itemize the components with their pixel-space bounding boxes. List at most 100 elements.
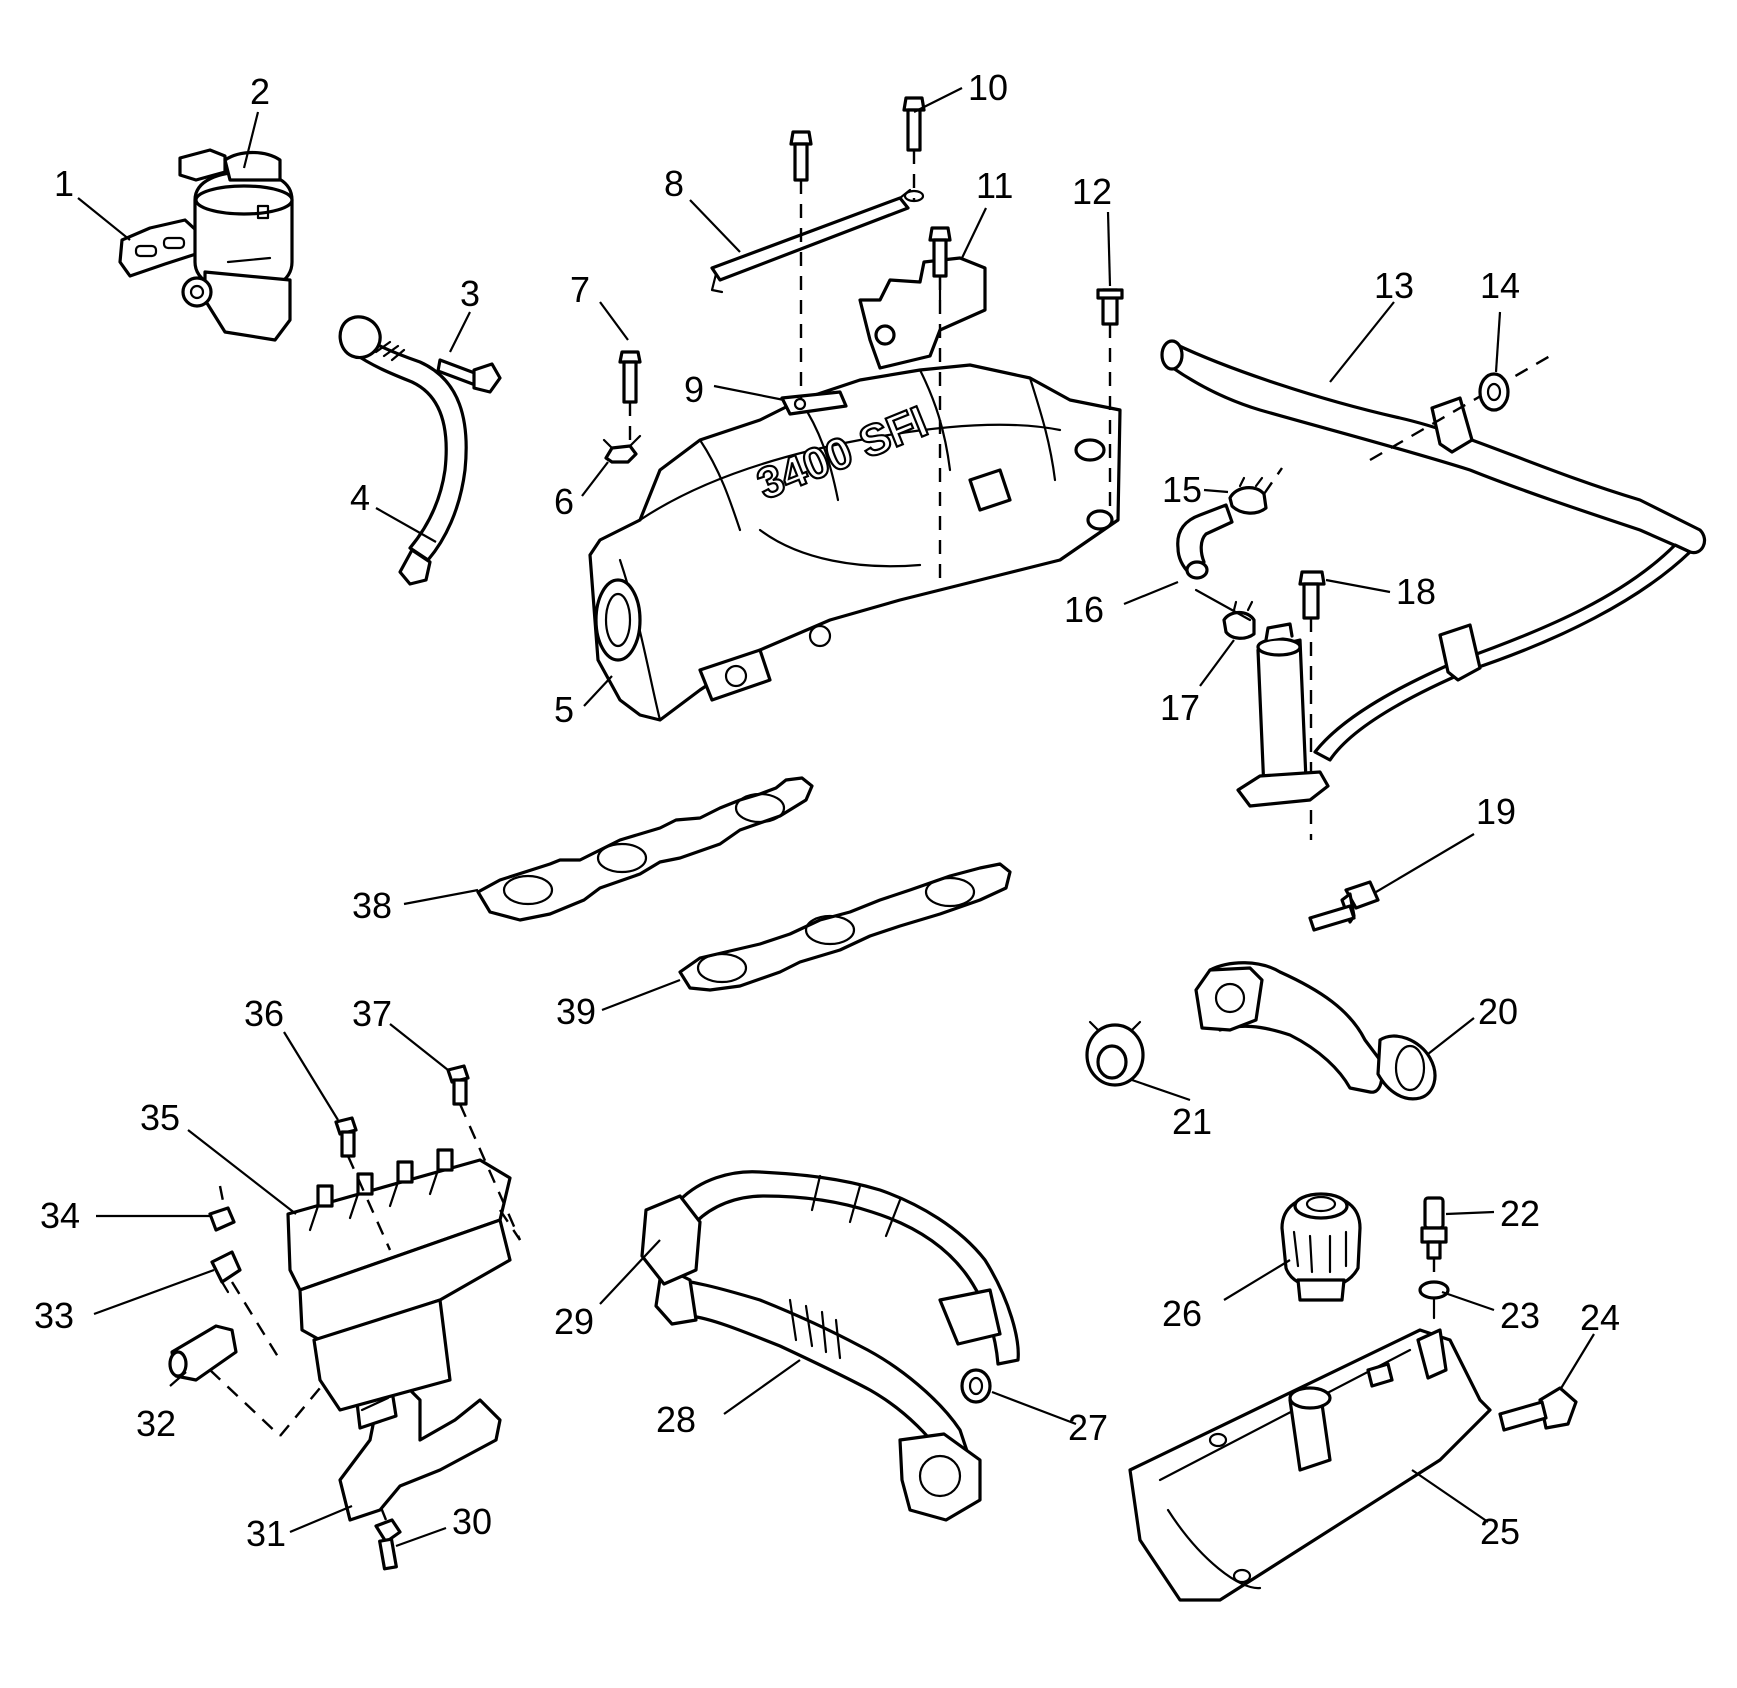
leader-2 bbox=[242, 111, 260, 169]
coolant-bypass-pipe bbox=[1194, 961, 1437, 1101]
callout-31: 31 bbox=[246, 1513, 286, 1554]
egr-valve bbox=[178, 148, 294, 342]
leader-33 bbox=[93, 1268, 215, 1316]
leader-23 bbox=[1441, 1290, 1495, 1312]
callout-labels: 1 2 3 4 5 6 7 8 9 10 11 12 13 14 15 16 1… bbox=[34, 67, 1620, 1554]
callout-15: 15 bbox=[1162, 469, 1202, 510]
callout-2: 2 bbox=[250, 71, 270, 112]
callout-35: 35 bbox=[140, 1097, 180, 1138]
coil-bolt-rear bbox=[446, 1064, 522, 1241]
egr-valve-gasket bbox=[118, 218, 200, 278]
leader-13 bbox=[1329, 301, 1395, 383]
leader-36 bbox=[283, 1031, 339, 1121]
coolant-pipe-bolt bbox=[1308, 880, 1380, 932]
leader-10 bbox=[913, 87, 963, 113]
leader-39 bbox=[601, 978, 681, 1012]
callout-17: 17 bbox=[1160, 687, 1200, 728]
intake-manifold-gasket-right bbox=[678, 862, 1012, 992]
water-outlet-pipe bbox=[1194, 588, 1330, 808]
callout-21: 21 bbox=[1172, 1101, 1212, 1142]
leader-3 bbox=[449, 311, 471, 353]
sensor-seal bbox=[1418, 1280, 1450, 1320]
egr-crossover-pipe bbox=[654, 1264, 982, 1522]
callout-24: 24 bbox=[1580, 1297, 1620, 1338]
callout-1: 1 bbox=[54, 163, 74, 204]
callout-28: 28 bbox=[656, 1399, 696, 1440]
leader-35 bbox=[187, 1129, 297, 1215]
coolant-temperature-sensor bbox=[1420, 1196, 1448, 1280]
callout-11: 11 bbox=[976, 165, 1013, 206]
callout-38: 38 bbox=[352, 885, 392, 926]
leader-37 bbox=[389, 1023, 449, 1071]
intake-manifold-gasket-left bbox=[476, 776, 814, 922]
leader-15 bbox=[1203, 488, 1229, 494]
callout-5: 5 bbox=[554, 689, 574, 730]
leader-38 bbox=[403, 888, 479, 906]
callout-4: 4 bbox=[350, 477, 370, 518]
callout-39: 39 bbox=[556, 991, 596, 1032]
plug bbox=[960, 1368, 992, 1404]
leader-32 bbox=[169, 1371, 187, 1387]
leader-4 bbox=[375, 507, 437, 543]
callout-26: 26 bbox=[1162, 1293, 1202, 1334]
callout-12: 12 bbox=[1072, 171, 1112, 212]
callout-22: 22 bbox=[1500, 1193, 1540, 1234]
leader-17 bbox=[1199, 639, 1235, 687]
leader-24 bbox=[1559, 1333, 1595, 1391]
water-outlet-bolt bbox=[1298, 570, 1326, 840]
leader-21 bbox=[1131, 1078, 1191, 1102]
callout-33: 33 bbox=[34, 1295, 74, 1336]
callout-7: 7 bbox=[570, 269, 590, 310]
callout-13: 13 bbox=[1374, 265, 1414, 306]
leader-20 bbox=[1427, 1017, 1475, 1055]
leader-5 bbox=[583, 675, 613, 707]
grommet bbox=[1478, 372, 1510, 412]
leader-11 bbox=[961, 207, 987, 259]
callout-3: 3 bbox=[460, 273, 480, 314]
valve-rocker-arm-cover bbox=[1128, 1328, 1492, 1602]
leader-22 bbox=[1445, 1210, 1495, 1216]
egr-pipe-bolt bbox=[436, 358, 502, 394]
manifold-bolt bbox=[618, 350, 642, 450]
leader-26 bbox=[1223, 1259, 1291, 1301]
leader-18 bbox=[1325, 578, 1391, 594]
upper-intake-manifold: 3400 SFI bbox=[588, 363, 1122, 722]
leader-30 bbox=[395, 1526, 447, 1548]
leader-8 bbox=[689, 199, 741, 253]
callout-32: 32 bbox=[136, 1403, 176, 1444]
leader-19 bbox=[1375, 833, 1475, 893]
throttle-cable-bracket bbox=[858, 226, 987, 580]
callout-6: 6 bbox=[554, 481, 574, 522]
coil-bolt bbox=[334, 1116, 392, 1251]
heater-pipe bbox=[1160, 339, 1706, 762]
callout-23: 23 bbox=[1500, 1295, 1540, 1336]
callout-18: 18 bbox=[1396, 571, 1436, 612]
callout-29: 29 bbox=[554, 1301, 594, 1342]
callout-16: 16 bbox=[1064, 589, 1104, 630]
hose-clamp-upper bbox=[1228, 467, 1283, 515]
ignition-coil-module bbox=[286, 1148, 521, 1412]
leader-27 bbox=[991, 1390, 1077, 1426]
leader-29 bbox=[599, 1239, 661, 1305]
oil-fill-cap bbox=[1280, 1192, 1362, 1302]
callout-30: 30 bbox=[452, 1501, 492, 1542]
callout-9: 9 bbox=[684, 369, 704, 410]
leader-12 bbox=[1106, 211, 1112, 287]
leader-28 bbox=[723, 1359, 801, 1415]
clip bbox=[602, 434, 642, 464]
bypass-hose bbox=[1176, 503, 1234, 580]
leader-25 bbox=[1411, 1469, 1489, 1523]
egr-crossover-pipe-upper bbox=[640, 1170, 1020, 1366]
leader-9 bbox=[713, 384, 785, 402]
callout-27: 27 bbox=[1068, 1407, 1108, 1448]
callout-37: 37 bbox=[352, 993, 392, 1034]
leader-16 bbox=[1123, 580, 1179, 606]
leader-7 bbox=[599, 301, 629, 341]
leader-6 bbox=[581, 461, 609, 497]
wiring-clip bbox=[210, 1250, 282, 1361]
egr-pipe bbox=[338, 315, 468, 586]
support-bracket bbox=[710, 188, 912, 294]
callout-19: 19 bbox=[1476, 791, 1516, 832]
callout-34: 34 bbox=[40, 1195, 80, 1236]
